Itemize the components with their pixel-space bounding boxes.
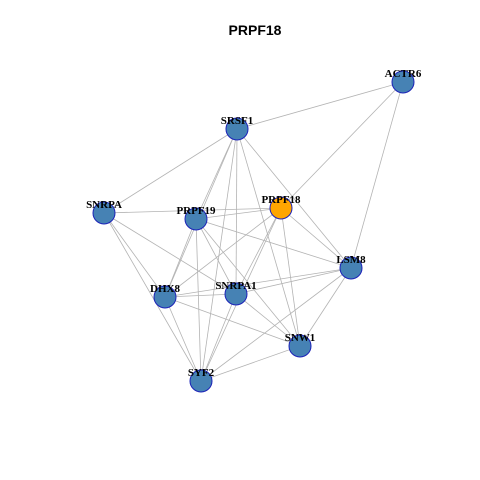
edges-layer [103, 81, 404, 382]
edge-prpf18-snw1 [280, 207, 301, 347]
edge-snrpa-dhx8 [103, 212, 166, 298]
edge-srsf1-snrpa1 [235, 128, 238, 295]
edge-prpf18-dhx8 [164, 207, 282, 298]
edge-actr6-prpf18 [280, 81, 404, 209]
edge-srsf1-syf2 [200, 128, 238, 382]
edge-snw1-syf2 [200, 345, 301, 382]
edge-snrpa-syf2 [103, 212, 202, 382]
node-label-prpf18: PRPF18 [261, 194, 301, 206]
edge-actr6-srsf1 [236, 81, 404, 130]
edge-dhx8-snw1 [164, 296, 301, 347]
node-actr6 [391, 70, 415, 94]
nodes-layer [92, 70, 415, 393]
node-srsf1 [225, 117, 249, 141]
edge-actr6-lsm8 [350, 81, 404, 269]
node-label-snrpa: SNRPA [86, 199, 122, 211]
node-label-lsm8: LSM8 [336, 254, 366, 266]
node-prpf19 [184, 207, 208, 231]
edge-snw1-lsm8 [299, 267, 352, 347]
node-label-prpf19: PRPF19 [176, 205, 216, 217]
edge-prpf18-lsm8 [280, 207, 352, 269]
edge-syf2-lsm8 [200, 267, 352, 382]
node-label-dhx8: DHX8 [150, 283, 180, 295]
plot-title: PRPF18 [229, 22, 282, 38]
edge-prpf19-snrpa1 [195, 218, 237, 295]
node-lsm8 [339, 256, 363, 280]
edge-prpf19-snw1 [195, 218, 301, 347]
edge-snrpa1-lsm8 [235, 267, 352, 295]
node-syf2 [189, 369, 213, 393]
edge-srsf1-lsm8 [236, 128, 352, 269]
node-label-snw1: SNW1 [285, 332, 316, 344]
node-snrpa [92, 201, 116, 225]
edge-dhx8-syf2 [164, 296, 202, 382]
edge-dhx8-lsm8 [164, 267, 352, 298]
edge-srsf1-snw1 [236, 128, 301, 347]
node-dhx8 [153, 285, 177, 309]
edge-snrpa1-syf2 [200, 293, 237, 382]
node-label-actr6: ACTR6 [385, 68, 422, 80]
edge-prpf19-lsm8 [195, 218, 352, 269]
node-label-syf2: SYF2 [188, 367, 215, 379]
edge-snrpa-snrpa1 [103, 212, 237, 295]
edge-prpf19-prpf18 [195, 207, 282, 220]
node-snrpa1 [224, 282, 248, 306]
node-label-srsf1: SRSF1 [221, 115, 253, 127]
edge-prpf19-syf2 [195, 218, 202, 382]
edge-prpf18-snrpa1 [235, 207, 282, 295]
edge-srsf1-snrpa [103, 128, 238, 214]
edge-dhx8-snrpa1 [164, 293, 237, 298]
edge-prpf19-dhx8 [164, 218, 197, 298]
node-prpf18 [269, 196, 293, 220]
edge-snrpa1-snw1 [235, 293, 301, 347]
node-snw1 [288, 334, 312, 358]
node-label-snrpa1: SNRPA1 [215, 280, 256, 292]
